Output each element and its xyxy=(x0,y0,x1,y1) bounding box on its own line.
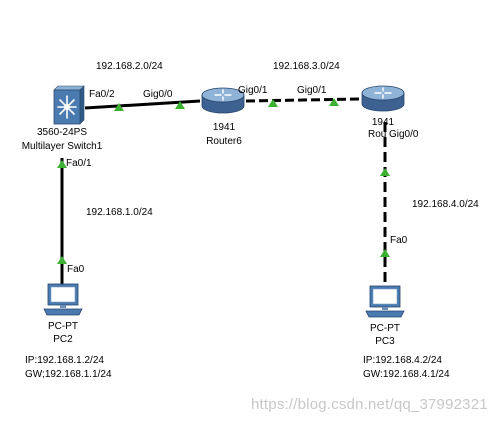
pc2-name-label: PC2 xyxy=(53,334,73,345)
router6-name-label: Router6 xyxy=(206,136,242,147)
network-label-2: 192.168.2.0/24 xyxy=(96,61,163,72)
pc2-ip-label: IP:192.168.1.2/24 xyxy=(25,355,104,366)
pc2-model-label: PC-PT xyxy=(48,321,78,332)
pc3-name-label: PC3 xyxy=(375,336,395,347)
router7-name-label: Rou xyxy=(368,129,387,140)
port-label-r6-gig01: Gig0/1 xyxy=(238,85,268,96)
link-router6-router7[interactable] xyxy=(245,97,361,103)
port-label-r7-gig00: Gig0/0 xyxy=(389,129,419,140)
port-label-pc2-fa0: Fa0 xyxy=(67,264,85,275)
watermark: https://blog.csdn.net/qq_37992321 xyxy=(251,396,488,413)
port-label-r6-gig00: Gig0/0 xyxy=(143,89,173,100)
port-status-r6-gig00 xyxy=(175,101,185,109)
port-label-r7-gig01: Gig0/1 xyxy=(297,85,327,96)
pc3-model-label: PC-PT xyxy=(370,323,400,334)
pc2-icon[interactable] xyxy=(42,282,84,318)
network-label-3: 192.168.3.0/24 xyxy=(273,61,340,72)
network-label-4: 192.168.4.0/24 xyxy=(412,199,479,210)
port-label-sw-fa02: Fa0/2 xyxy=(89,89,115,100)
pc3-ip-label: IP:192.168.4.2/24 xyxy=(363,355,442,366)
switch1-model-label: 3560-24PS xyxy=(36,127,88,138)
router7-model-label: 1941 xyxy=(371,117,395,128)
port-status-pc2-fa0 xyxy=(57,256,67,264)
pc3-icon[interactable] xyxy=(364,284,406,320)
multilayer-switch-icon[interactable] xyxy=(44,84,88,126)
pc3-gw-label: GW:192.168.4.1/24 xyxy=(363,369,450,380)
port-label-pc3-fa0: Fa0 xyxy=(390,235,408,246)
pc2-gw-label: GW;192.168.1.1/24 xyxy=(25,369,112,380)
router6-icon[interactable] xyxy=(200,86,246,116)
router6-model-label: 1941 xyxy=(212,122,236,133)
port-status-r7-gig01 xyxy=(329,98,339,106)
port-status-sw-fa01 xyxy=(57,160,67,168)
router7-icon[interactable] xyxy=(360,84,406,114)
port-status-pc3-fa0 xyxy=(380,249,390,257)
network-label-1: 192.168.1.0/24 xyxy=(86,207,153,218)
port-status-r6-gig01 xyxy=(268,99,278,107)
link-switch1-router6[interactable] xyxy=(84,99,201,110)
switch1-name-label: Multilayer Switch1 xyxy=(21,141,103,152)
port-label-sw-fa01: Fa0/1 xyxy=(66,158,92,169)
port-status-r7-gig00 xyxy=(380,168,390,176)
port-status-sw-fa02 xyxy=(114,103,124,111)
